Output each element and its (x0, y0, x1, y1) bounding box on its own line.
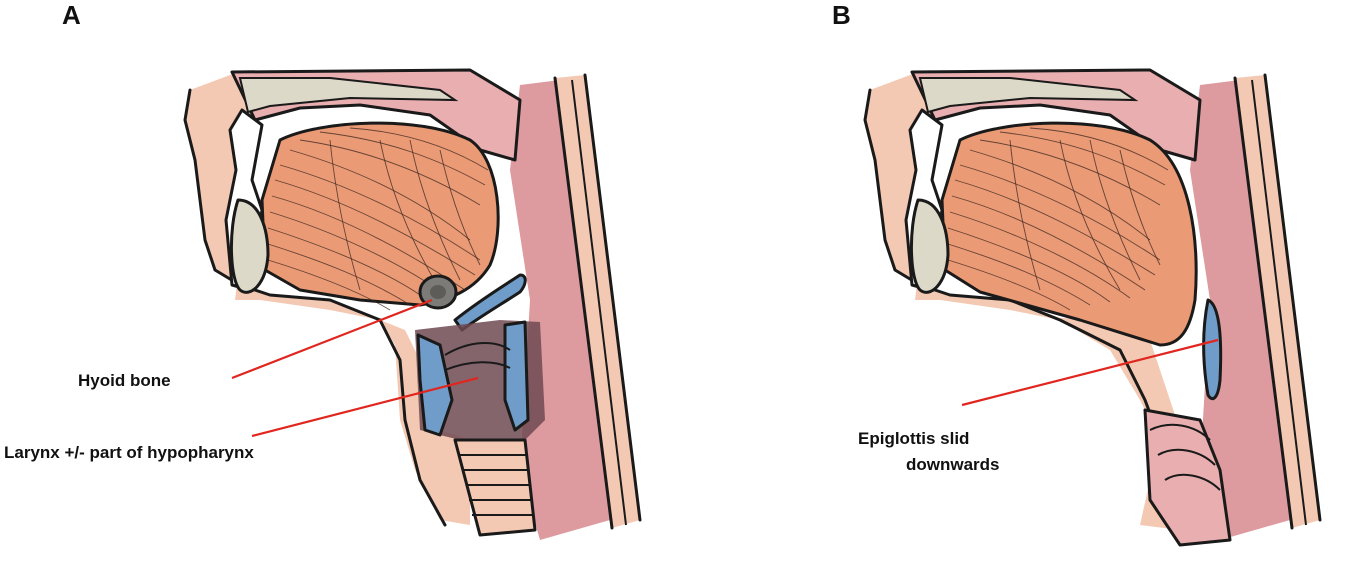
hard-palate-bone-a (238, 77, 459, 114)
pointer-larynx (251, 376, 479, 438)
pointer-hyoid (231, 298, 433, 380)
tracheal-rings-a (460, 454, 532, 516)
thyroid-cartilage-a (416, 333, 454, 437)
tongue-a (260, 121, 500, 307)
trachea-a (453, 438, 537, 537)
label-hyoid-bone: Hyoid bone (78, 371, 171, 390)
epiglottis-b (1202, 298, 1223, 401)
label-epiglottis-line1: Epiglottis slid (858, 429, 969, 448)
spine-band-a (555, 75, 640, 528)
mandible-a (230, 198, 270, 294)
panel-b: B Epiglottis slid downwards (832, 0, 1322, 547)
hard-palate-bone-b (918, 77, 1139, 114)
mandible-b (910, 198, 950, 294)
lower-airway-b (1143, 408, 1232, 547)
spine-band-b (1235, 75, 1320, 528)
tongue-b (940, 121, 1198, 347)
panel-letter-a: A (62, 0, 81, 30)
airway-folds-b (1149, 423, 1221, 491)
pharynx-wall-b (1190, 80, 1290, 540)
panel-letter-b: B (832, 0, 851, 30)
anatomy-illustration-a (183, 68, 642, 540)
pointer-epiglottis (961, 338, 1219, 407)
face-skin-a (185, 70, 470, 525)
anatomy-illustration-b (863, 68, 1322, 547)
epiglottis-a (453, 273, 527, 332)
arytenoid-a (503, 320, 530, 432)
label-epiglottis-line2: downwards (906, 455, 1000, 474)
hyoid-inner-a (430, 285, 446, 299)
vocal-folds-a (444, 342, 511, 371)
panel-a: A (4, 0, 642, 540)
label-larynx: Larynx +/- part of hypopharynx (4, 443, 254, 462)
